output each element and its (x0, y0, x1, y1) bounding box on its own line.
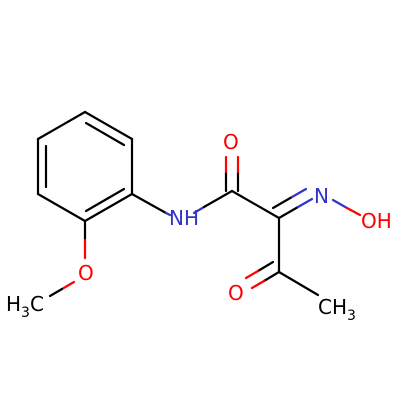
atom-h3c-c: C (30, 292, 44, 316)
bond-calpha-n-1b (296, 197, 314, 209)
bond-nh-c (192, 205, 206, 215)
atom-n-oxime: N (314, 184, 329, 208)
bond-o-ch3-methoxy (60, 280, 76, 291)
atom-o-methoxy: O (78, 261, 94, 285)
atom-ch3-ketone-main: CH (318, 295, 347, 319)
bond-ring-inner-1 (84, 121, 126, 147)
bond-calpha-n-1 (277, 205, 300, 220)
bond-ring-inner-2 (84, 187, 126, 213)
bond-calpha-n-2 (271, 195, 294, 210)
atom-nh-amide: NH (169, 206, 199, 230)
atom-h3c-h: H (6, 292, 21, 316)
bond-o-ch3-methoxy-b (48, 287, 64, 298)
bond-c-calpha (230, 189, 281, 220)
bond-cketone-ch3 (277, 270, 320, 297)
bond-ring-3 (83, 192, 134, 223)
bond-ring-nh-n (164, 211, 172, 217)
bond-ring-1 (83, 110, 134, 141)
bond-ring-4 (36, 192, 87, 223)
bond-n-o-oxime (331, 198, 349, 210)
bond-ring-6 (36, 110, 87, 141)
bond-ring-nh (130, 192, 168, 215)
atom-oh-oxime: OH (361, 209, 392, 233)
bond-c-o-ketone-1b (250, 279, 266, 290)
atom-ch3-ketone: CH3 (318, 295, 356, 324)
bond-calpha-n-2b (290, 187, 308, 199)
atom-ch3-ketone-sub: 3 (347, 308, 356, 324)
bond-c-o-ketone-1 (262, 270, 281, 283)
bond-c-o-ketone-2 (256, 260, 275, 273)
atom-h3c-sub: 3 (21, 305, 30, 321)
atom-h3c-methoxy: H3C (6, 292, 44, 321)
atom-o-ketone: O (228, 281, 244, 305)
bond-c-o-ketone-2b (244, 269, 260, 280)
bond-n-o-oxime-b (345, 206, 362, 217)
atom-o-amide: O (223, 130, 239, 154)
benzene-ring (36, 110, 134, 223)
bond-nh-c-2 (202, 189, 234, 209)
